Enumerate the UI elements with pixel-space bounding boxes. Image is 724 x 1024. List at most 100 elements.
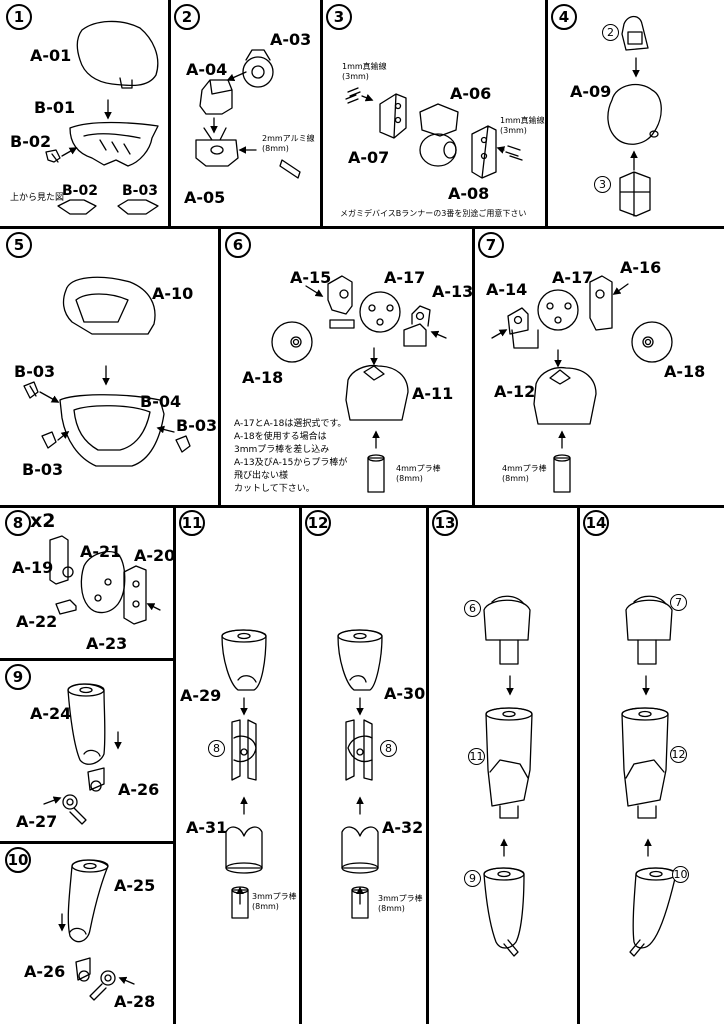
part-step2-sub [622, 17, 648, 51]
label-a10: A-10 [152, 284, 194, 303]
label-a12: A-12 [494, 382, 536, 401]
label-b02: B-02 [10, 132, 52, 151]
note-megami-runner: メガミデバイスBランナーの3番を別途ご用意下さい [340, 209, 527, 218]
label-b03-top: B-03 [122, 183, 158, 199]
step-number-5: 5 [6, 232, 32, 258]
part-a26-joint [88, 768, 104, 790]
label-b03-b: B-03 [176, 416, 218, 435]
part-a19-plate [50, 536, 68, 584]
label-a08: A-08 [448, 184, 490, 203]
part-a03-ring [243, 57, 273, 87]
part-a17-ball [360, 292, 400, 332]
part-a14-arm [508, 308, 538, 348]
part-4mm-rod-7 [554, 458, 570, 492]
part-a21-cover [81, 552, 124, 613]
label-a14: A-14 [486, 280, 528, 299]
part-knee-joint-12 [346, 720, 372, 780]
step-number-14: 14 [583, 510, 609, 536]
label-a28: A-28 [114, 992, 156, 1011]
note-select-instruction: A-17とA-18は選択式です。 A-18を使用する場合は 3mmプラ棒を差し込… [234, 419, 348, 494]
part-brass-pin-a [346, 88, 360, 103]
label-a21: A-21 [80, 542, 122, 561]
part-b03-clip-a [24, 382, 38, 398]
label-a18: A-18 [242, 368, 284, 387]
label-a09: A-09 [570, 82, 612, 101]
label-a22: A-22 [16, 612, 58, 631]
step-number-1: 1 [6, 4, 32, 30]
part-step3-sub [620, 172, 650, 216]
label-b04: B-04 [140, 392, 182, 411]
part-b02-clip [46, 150, 60, 162]
divider-row1 [0, 226, 724, 229]
step-number-9: 9 [5, 664, 31, 690]
note-top-view: 上から見た図 [10, 193, 65, 203]
label-a31: A-31 [186, 818, 228, 837]
part-b04-collar [60, 395, 164, 466]
label-a01: A-01 [30, 46, 72, 65]
part-a20-plate [124, 566, 146, 624]
part-step11-leg [486, 708, 532, 806]
ref-step-11: 11 [468, 748, 485, 765]
label-a04: A-04 [186, 60, 228, 79]
part-a13-arm [404, 306, 430, 346]
label-b02-top: B-02 [62, 183, 98, 199]
divider-r1-a [168, 0, 171, 227]
part-a04-block [200, 80, 232, 114]
label-a19: A-19 [12, 558, 54, 577]
note-brass-wire-b: 1mm真鍮線 (3mm) [500, 116, 545, 135]
label-a24: A-24 [30, 704, 72, 723]
part-a06-joint [420, 104, 458, 136]
ref-step-6: 6 [464, 600, 481, 617]
part-a17-ball-b [538, 290, 578, 330]
label-a25: A-25 [114, 876, 156, 895]
divider-r2-b [472, 226, 475, 506]
part-a26-joint-b [76, 958, 90, 980]
step-number-10: 10 [5, 847, 31, 873]
divider-r1-c [545, 0, 548, 227]
part-b03-clip-b [42, 432, 56, 448]
label-a29: A-29 [180, 686, 222, 705]
note-rod-3mm-12: 3mmプラ棒 (8mm) [378, 894, 423, 913]
ref-step-8-b: 8 [380, 740, 397, 757]
divider-9-10 [0, 841, 174, 844]
label-a07: A-07 [348, 148, 390, 167]
part-step7-hip [626, 600, 672, 640]
ref-step-7: 7 [670, 594, 687, 611]
part-a07-plate [380, 94, 406, 138]
part-brass-pin-b [506, 146, 522, 160]
note-rod-4mm-7: 4mmプラ棒 (8mm) [502, 464, 547, 483]
ref-step-9: 9 [464, 870, 481, 887]
label-b03-a: B-03 [14, 362, 56, 381]
ref-step-3: 3 [594, 176, 611, 193]
part-a31-shin [226, 827, 262, 868]
divider-r1-b [320, 0, 323, 227]
divider-r3-c [426, 505, 429, 1024]
label-a17-b: A-17 [552, 268, 594, 287]
part-a05-base [196, 128, 238, 166]
part-4mm-rod-6 [368, 458, 384, 492]
label-a26: A-26 [118, 780, 160, 799]
part-b02-top [58, 200, 96, 214]
part-knee-joint-11 [232, 720, 256, 780]
part-a15-arm [328, 276, 354, 328]
divider-8-9 [0, 658, 174, 661]
part-a09-shoulder [608, 85, 661, 145]
step-number-6: 6 [225, 232, 251, 258]
label-a20: A-20 [134, 546, 176, 565]
divider-r2-a [218, 226, 221, 506]
ref-step-8-a: 8 [208, 740, 225, 757]
part-3mm-rod-11 [232, 890, 248, 918]
note-alu-wire: 2mmアルミ線 (8mm) [262, 134, 315, 153]
ref-step-10: 10 [672, 866, 689, 883]
part-alu-wire [280, 160, 300, 178]
part-a27-ball [63, 795, 77, 809]
step-number-11: 11 [179, 510, 205, 536]
label-a05: A-05 [184, 188, 226, 207]
part-step12-leg [622, 708, 668, 806]
step-number-12: 12 [305, 510, 331, 536]
step-number-4: 4 [551, 4, 577, 30]
step-number-8: 8 [5, 510, 31, 536]
divider-r3-a [173, 505, 176, 1024]
part-b03-clip-c [176, 436, 190, 452]
